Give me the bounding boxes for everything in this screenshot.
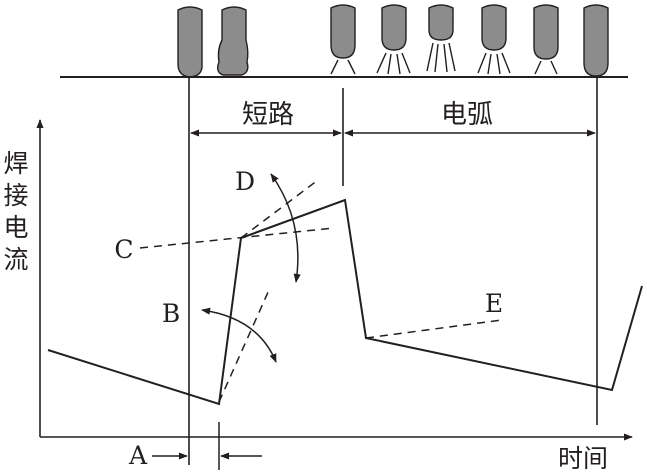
- current-waveform: [47, 198, 643, 406]
- svg-text:流: 流: [3, 245, 28, 274]
- y-axis-label: 焊 接 电 流: [3, 149, 28, 274]
- period-markers: [188, 77, 598, 465]
- electrode-short-2: [216, 6, 249, 76]
- svg-text:电: 电: [3, 213, 28, 242]
- electrode-arc-2: [381, 4, 407, 51]
- svg-text:焊: 焊: [3, 149, 28, 178]
- dash-e: [365, 319, 503, 339]
- electrode-arc-1: [330, 4, 356, 59]
- label-d: D: [235, 167, 255, 196]
- arc-rays: [330, 42, 558, 75]
- electrode-arc-4: [481, 4, 507, 51]
- dashed-lines: [139, 179, 503, 403]
- rotation-arrows: [201, 173, 301, 363]
- label-b: B: [162, 299, 180, 328]
- electrode-strip: [177, 4, 609, 78]
- x-axis-label: 时间: [558, 444, 608, 473]
- label-e: E: [485, 289, 503, 318]
- electrode-arc-3: [428, 4, 454, 41]
- label-a: A: [128, 441, 148, 470]
- label-c: C: [114, 235, 133, 264]
- electrode-short-1: [177, 6, 203, 78]
- arrow-b: [201, 307, 277, 363]
- svg-text:接: 接: [3, 181, 28, 210]
- interval-a: [152, 422, 262, 470]
- dash-c: [139, 227, 335, 249]
- axes: [36, 119, 633, 441]
- electrode-arc-5: [533, 4, 559, 60]
- arrow-d: [270, 173, 301, 283]
- arc-label: 电弧: [441, 100, 493, 130]
- electrode-arc-6: [583, 4, 609, 77]
- short-circuit-label: 短路: [242, 100, 294, 130]
